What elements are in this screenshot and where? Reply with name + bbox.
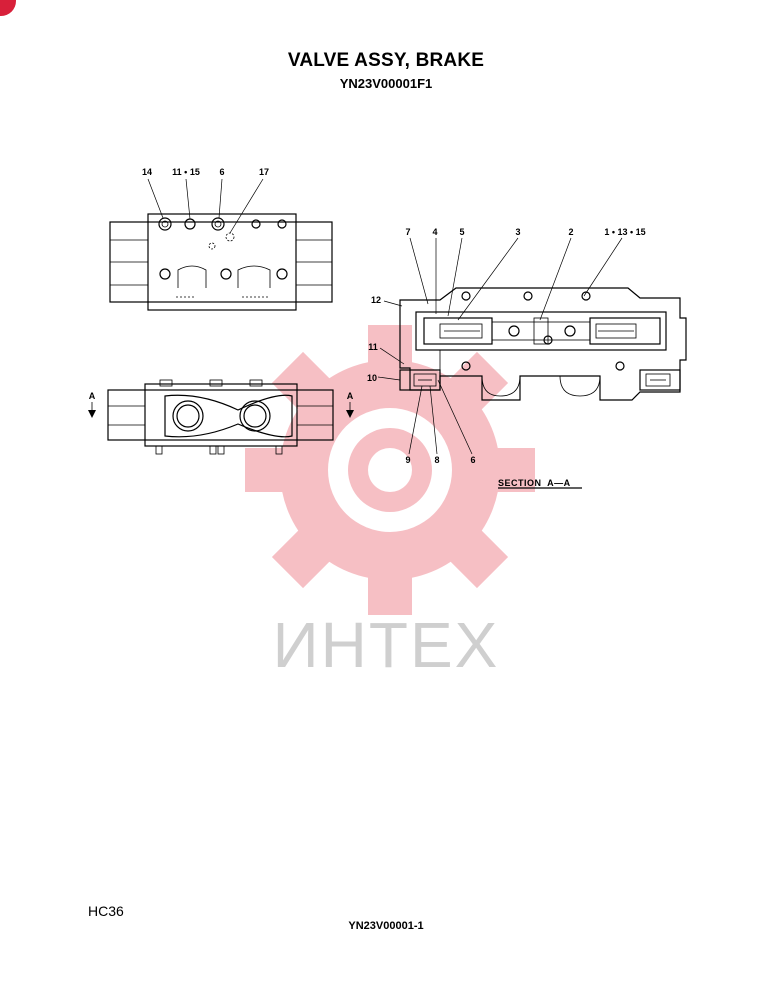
callout-3: 3: [515, 227, 520, 237]
callout-17: 17: [259, 167, 269, 177]
watermark-text: ИНТЕХ: [272, 609, 500, 681]
side-view: [88, 379, 354, 455]
section-label: SECTION A—A: [498, 478, 571, 488]
section-mark-right: A: [347, 391, 354, 401]
callout-11-15: 11 • 15: [172, 167, 200, 177]
callout-6-section: 6: [470, 455, 475, 465]
section-view: [377, 237, 687, 489]
drawing-number: YN23V00001-1: [348, 920, 424, 932]
callout-8: 8: [434, 455, 439, 465]
callout-14: 14: [142, 167, 152, 177]
callout-6-top: 6: [219, 167, 224, 177]
section-mark-left: A: [89, 391, 96, 401]
page-code: HC36: [88, 903, 124, 919]
callout-7: 7: [405, 227, 410, 237]
callout-5: 5: [459, 227, 464, 237]
top-view: [109, 178, 333, 311]
callout-12: 12: [371, 295, 381, 305]
callout-2: 2: [568, 227, 573, 237]
watermark-gear-icon: [245, 325, 535, 615]
page-title: VALVE ASSY, BRAKE: [287, 50, 485, 71]
part-number: YN23V00001F1: [339, 76, 433, 91]
callout-9: 9: [405, 455, 410, 465]
callout-1-13-15: 1 • 13 • 15: [604, 227, 645, 237]
callout-11: 11: [368, 342, 378, 352]
callout-4: 4: [432, 227, 437, 237]
callout-10: 10: [367, 373, 377, 383]
